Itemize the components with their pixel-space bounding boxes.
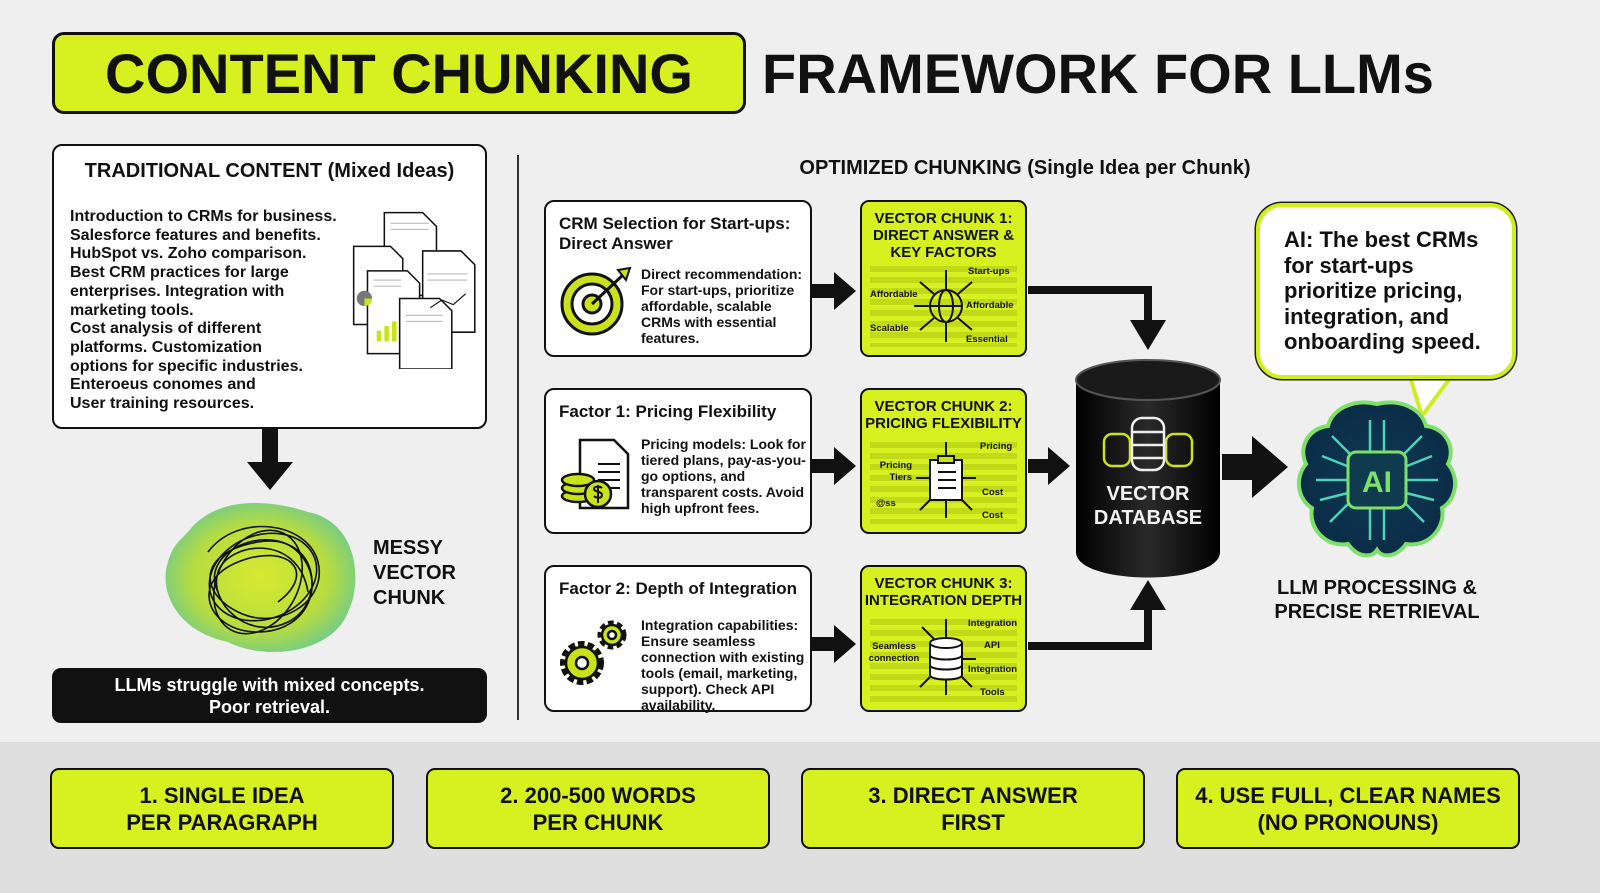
arrow-right-icon <box>812 625 856 663</box>
gears-icon <box>560 620 627 685</box>
text-line: platforms. Customization <box>70 338 263 356</box>
ai-chip-label: AI <box>1362 466 1392 499</box>
text-line: enterprises. Integration with <box>70 282 285 300</box>
tip-line: 1. SINGLE IDEA <box>139 782 305 808</box>
chunk-title: VECTOR CHUNK 2: PRICING FLEXIBILITY <box>865 398 1022 432</box>
label-line: VECTOR <box>1106 483 1190 505</box>
text-line: Salesforce features and benefits. <box>70 226 321 244</box>
chunk-label: Scalable <box>870 323 909 334</box>
messy-vector-chunk-icon <box>165 503 356 652</box>
text-line: Introduction to CRMs for business. <box>70 208 337 225</box>
chunk-label: Tools <box>980 687 1005 698</box>
content-card-direct-answer: CRM Selection for Start-ups: Direct Answ… <box>544 200 812 357</box>
card-title: Factor 1: Pricing Flexibility <box>559 402 777 421</box>
chunk-title: VECTOR CHUNK 3: INTEGRATION DEPTH <box>864 575 1023 609</box>
label-line: MESSY <box>373 537 444 559</box>
vector-database-cylinder <box>1075 359 1221 578</box>
clipboard-icon <box>916 442 976 518</box>
problem-box: LLMs struggle with mixed concepts. Poor … <box>52 668 487 723</box>
problem-line: Poor retrieval. <box>208 696 331 717</box>
arrow-down-icon <box>1130 320 1166 350</box>
chunk-title: VECTOR CHUNK 1: DIRECT ANSWER & KEY FACT… <box>872 210 1015 261</box>
pricing-document-coins-icon <box>560 438 630 510</box>
arrow-down-icon <box>247 428 293 490</box>
chunk-label: Start-ups <box>968 266 1010 277</box>
chunk-label: Cost <box>982 510 1004 521</box>
vector-chunk-1: VECTOR CHUNK 1: DIRECT ANSWER & KEY FACT… <box>860 200 1027 357</box>
traditional-text: Introduction to CRMs for business. Sales… <box>70 208 350 414</box>
card-title: Factor 2: Depth of Integration <box>559 579 797 598</box>
label-line: VECTOR <box>373 562 456 584</box>
text-line: options for specific industries. <box>70 357 303 375</box>
content-card-integration: Factor 2: Depth of Integration Integrati… <box>544 565 812 713</box>
chunk-label: Affordable <box>966 300 1014 311</box>
chunk-label: Integration <box>968 618 1018 629</box>
chunk-label: Essential <box>966 334 1008 345</box>
chunk-label: Seamless connection <box>868 641 920 664</box>
messy-vector-chunk-label: MESSY VECTOR CHUNK <box>373 536 456 611</box>
arrow-right-icon <box>1222 436 1288 498</box>
traditional-content-panel: TRADITIONAL CONTENT (Mixed Ideas) Introd… <box>52 144 487 429</box>
tip-line: 2. 200-500 WORDS <box>500 782 696 808</box>
database-icon <box>919 619 976 695</box>
optimized-heading: OPTIMIZED CHUNKING (Single Idea per Chun… <box>799 157 1251 179</box>
label-line: PRECISE RETRIEVAL <box>1274 601 1480 623</box>
tip-clear-names: 4. USE FULL, CLEAR NAMES(NO PRONOUNS) <box>1176 768 1520 849</box>
text-line: HubSpot vs. Zoho comparison. <box>70 245 307 263</box>
tip-line: FIRST <box>941 809 1005 835</box>
card-body: Direct recommendation: For start-ups, pr… <box>641 266 803 346</box>
content-card-pricing: Factor 1: Pricing Flexibility Pricing mo… <box>544 388 812 534</box>
stacked-documents-icon <box>352 211 476 369</box>
chunk-label: Integration <box>968 664 1018 675</box>
arrow-right-icon <box>812 447 856 485</box>
ai-answer-bubble: AI: The best CRMs for start-ups prioriti… <box>1256 203 1516 379</box>
title-rest: FRAMEWORK FOR LLMs <box>762 41 1434 105</box>
vector-chunk-3: VECTOR CHUNK 3: INTEGRATION DEPTH Integr… <box>860 565 1027 712</box>
title-highlight: CONTENT CHUNKING <box>52 32 746 114</box>
text-line: Enteroeus conomes and <box>70 376 256 394</box>
vector-chunk-2: VECTOR CHUNK 2: PRICING FLEXIBILITY Pric… <box>860 388 1027 534</box>
vector-database-label: VECTOR DATABASE <box>1072 482 1224 530</box>
label-line: DATABASE <box>1093 507 1203 529</box>
llm-processing-label: LLM PROCESSING & PRECISE RETRIEVAL <box>1262 576 1492 624</box>
problem-line: LLMs struggle with mixed concepts. <box>114 674 425 695</box>
text-line: Cost analysis of different <box>70 320 262 338</box>
arrow-up-icon <box>1130 580 1166 610</box>
tip-line: PER PARAGRAPH <box>126 809 318 835</box>
card-body: Pricing models: Look for tiered plans, p… <box>641 436 806 516</box>
text-line: User training resources. <box>70 395 255 413</box>
card-body: Integration capabilities: Ensure seamles… <box>641 617 805 713</box>
arrow-right-icon <box>812 272 856 310</box>
chunk-label: Cost <box>982 487 1004 498</box>
chunk-label: Affordable <box>870 289 918 300</box>
globe-icon <box>914 270 973 342</box>
tip-line: 4. USE FULL, CLEAR NAMES <box>1195 782 1501 808</box>
label-line: LLM PROCESSING & <box>1276 577 1477 599</box>
chunk-label: @ss <box>876 498 896 509</box>
card-title: CRM Selection for Start-ups: Direct Answ… <box>559 214 791 253</box>
target-icon <box>560 266 632 336</box>
chunk-label: Pricing Tiers <box>879 460 912 483</box>
chunk-label: Pricing <box>980 441 1013 452</box>
text-line: marketing tools. <box>70 301 194 319</box>
text-line: Best CRM practices for large <box>70 264 289 282</box>
chunk-label: API <box>984 640 1000 651</box>
traditional-title: TRADITIONAL CONTENT (Mixed Ideas) <box>84 160 455 182</box>
divider <box>517 155 519 720</box>
arrow-right-icon <box>1028 447 1070 485</box>
label-line: CHUNK <box>373 587 446 609</box>
tip-line: (NO PRONOUNS) <box>1257 809 1439 835</box>
tip-line: 3. DIRECT ANSWER <box>868 782 1078 808</box>
ai-brain-icon: AI <box>1296 400 1458 558</box>
tip-line: PER CHUNK <box>532 809 664 835</box>
